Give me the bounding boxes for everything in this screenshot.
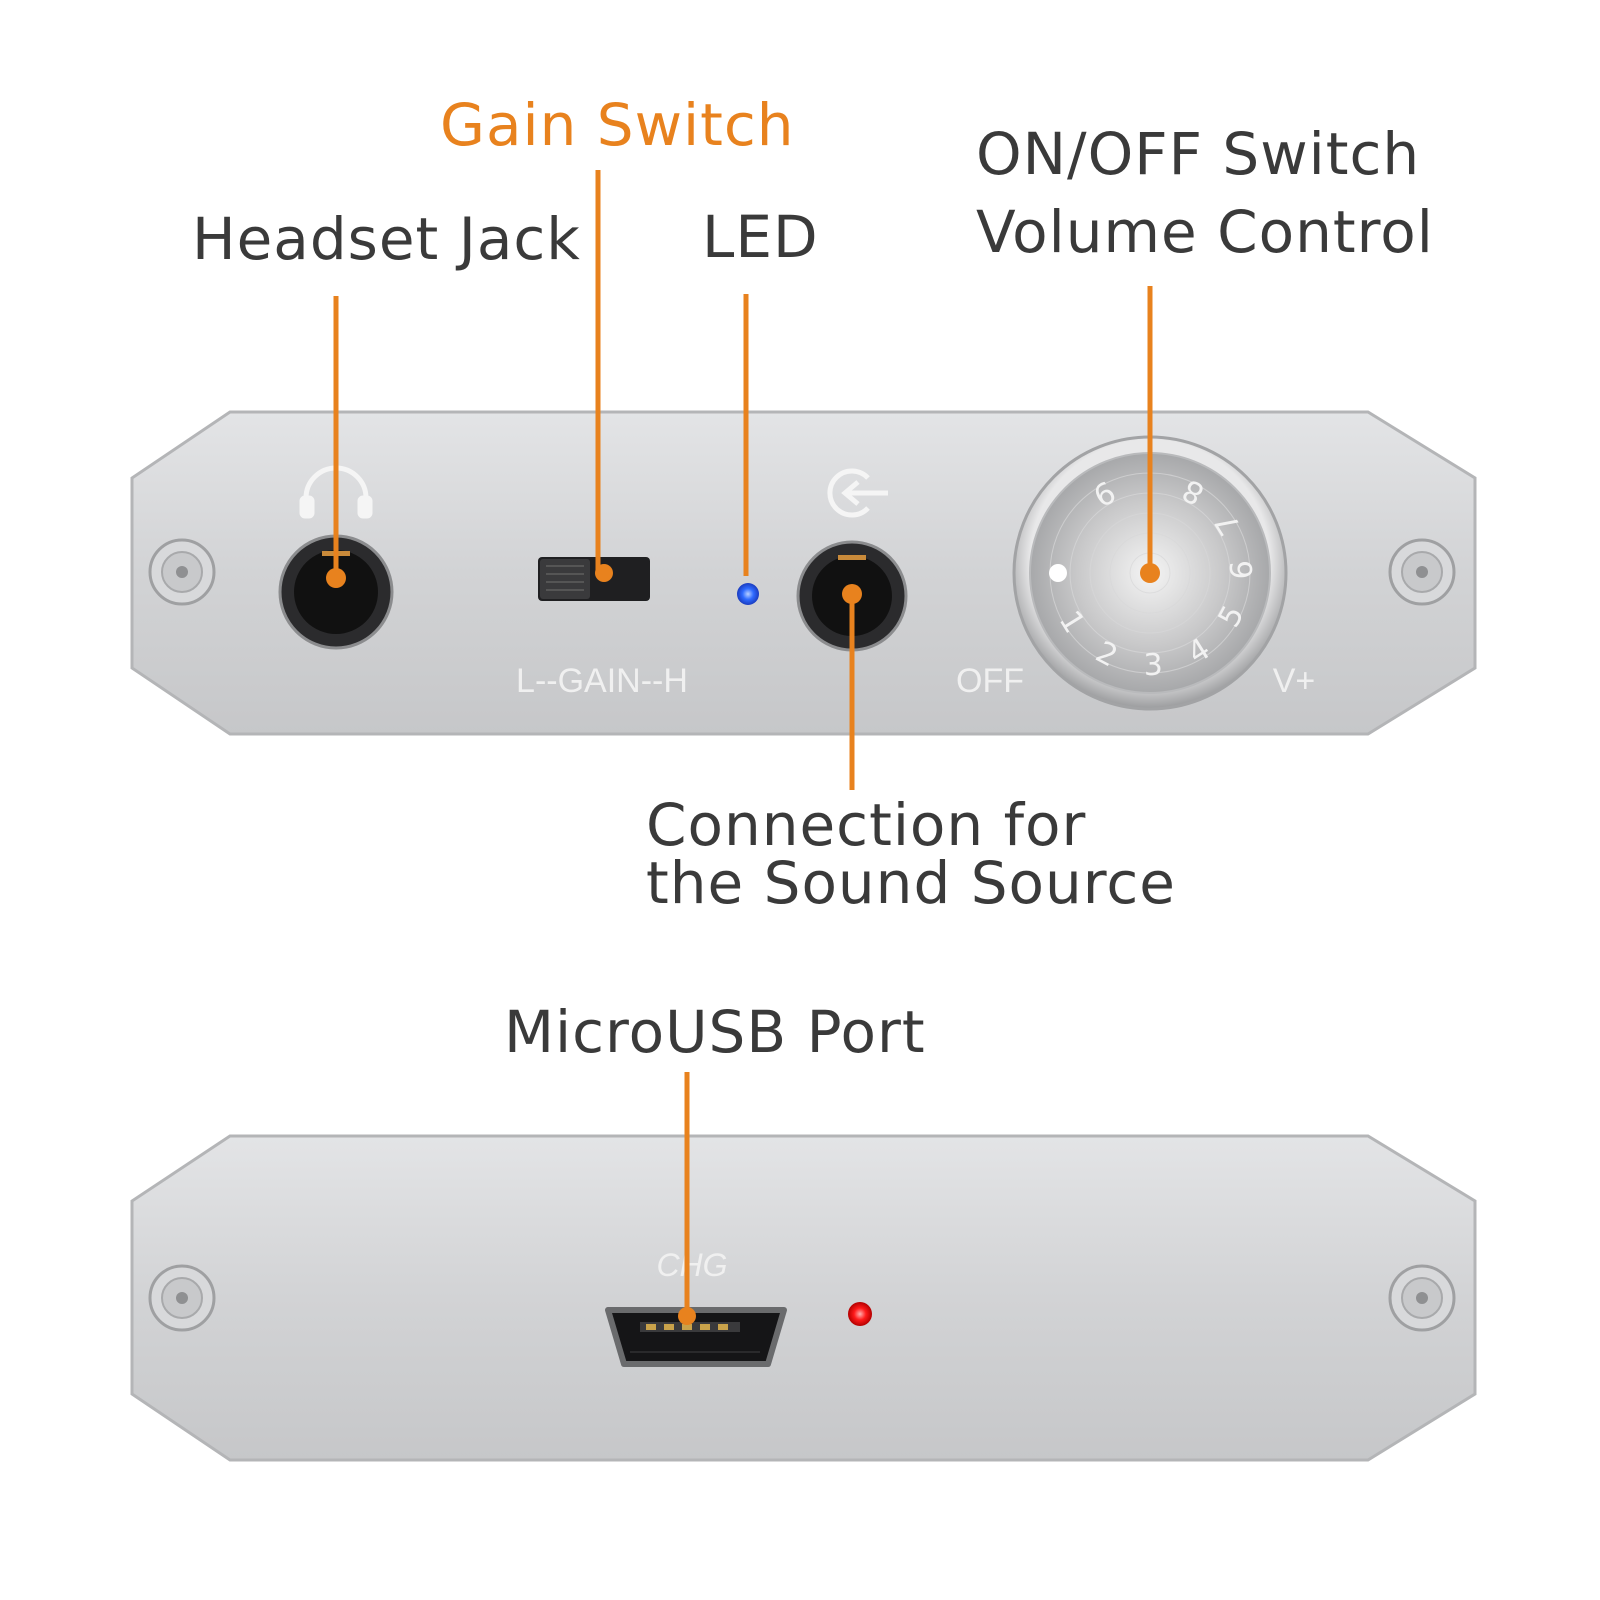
connection-label: Connection for the Sound Source — [646, 796, 1176, 912]
onoff-label-line1: ON/OFF Switch — [976, 120, 1421, 188]
screw-left — [148, 1264, 216, 1332]
back-panel: CHG — [130, 1134, 1477, 1462]
screw-left — [148, 538, 216, 606]
microusb-label: MicroUSB Port — [504, 998, 926, 1066]
onoff-volume-label: ON/OFF Switch Volume Control — [976, 115, 1434, 271]
headset-jack-label: Headset Jack — [192, 205, 581, 273]
charge-marking: CHG — [656, 1247, 727, 1283]
charge-led-red — [848, 1302, 872, 1326]
gain-switch[interactable] — [538, 557, 650, 601]
gain-switch-label: Gain Switch — [440, 91, 795, 159]
input-icon — [827, 468, 888, 518]
led-label: LED — [702, 203, 819, 271]
front-panel: L--GAIN--H OFF V+ — [130, 410, 1477, 736]
off-marking: OFF — [956, 662, 1024, 700]
callout-lines — [333, 170, 1153, 1316]
status-led-blue — [737, 583, 759, 605]
dial-number-6: 6 — [1225, 560, 1261, 580]
headset-jack[interactable] — [278, 534, 394, 650]
screw-right — [1388, 1264, 1456, 1332]
connection-label-line1: Connection for — [646, 791, 1087, 859]
connection-label-line2: the Sound Source — [646, 849, 1176, 917]
onoff-label-line2: Volume Control — [976, 198, 1434, 266]
gain-marking: L--GAIN--H — [516, 662, 688, 700]
headphone-icon — [299, 465, 373, 519]
screw-right — [1388, 538, 1456, 606]
dial-number-3: 3 — [1143, 648, 1163, 684]
microusb-port[interactable] — [605, 1307, 787, 1367]
volume-plus-marking: V+ — [1273, 662, 1316, 700]
